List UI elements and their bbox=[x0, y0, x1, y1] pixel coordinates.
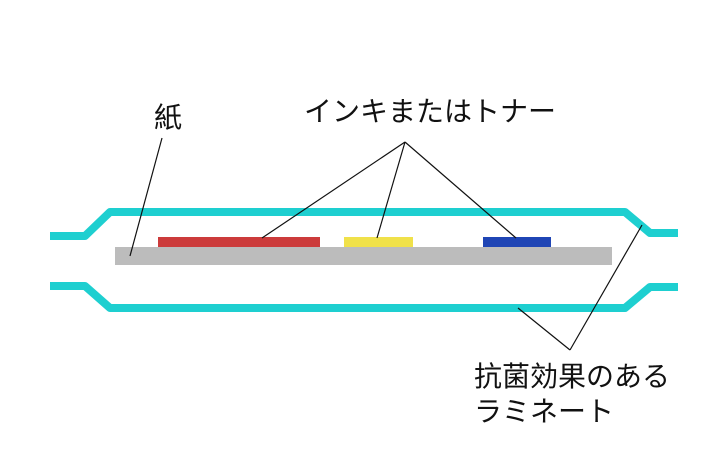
laminate-upper-layer bbox=[50, 208, 678, 240]
leader-line-ink-yellow bbox=[376, 141, 406, 239]
paper-sheet bbox=[115, 247, 612, 265]
leader-line-laminate-lower bbox=[517, 307, 571, 351]
leader-line-ink-blue bbox=[404, 141, 517, 239]
leader-line-ink-red bbox=[261, 141, 406, 239]
ink-toner-label: インキまたはトナー bbox=[304, 95, 557, 128]
ink-deposit-red bbox=[158, 237, 320, 247]
paper-label: 紙 bbox=[154, 101, 183, 134]
laminate-label-line1: 抗菌効果のある bbox=[474, 360, 671, 393]
laminate-label-line2: ラミネート bbox=[474, 395, 615, 428]
ink-deposit-blue bbox=[483, 237, 551, 247]
leader-line-paper bbox=[129, 137, 163, 257]
ink-deposit-yellow bbox=[344, 237, 413, 247]
laminate-lower-layer bbox=[50, 282, 678, 312]
leader-line-laminate-upper bbox=[569, 224, 643, 351]
